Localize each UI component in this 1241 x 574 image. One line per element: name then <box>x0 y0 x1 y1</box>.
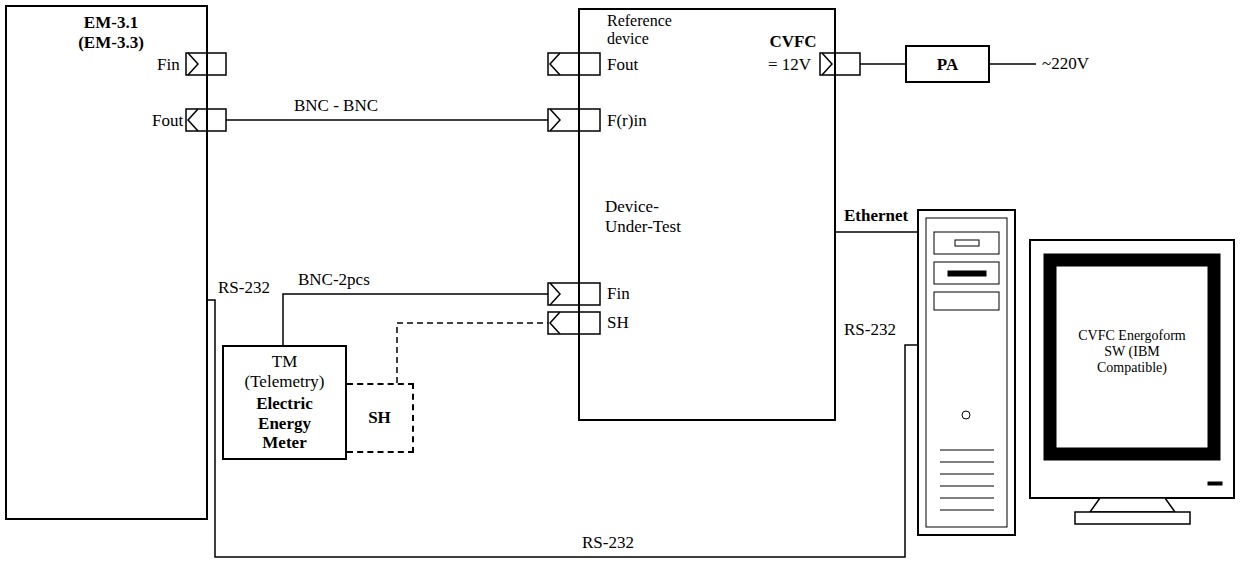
text-slot: PA <box>907 55 988 75</box>
port-chevron <box>188 53 198 75</box>
port-chevron <box>550 312 560 334</box>
node-text: Device-Under-Test <box>605 197 705 236</box>
connector-label: BNC-2pcs <box>296 270 372 290</box>
port-name: SH <box>605 313 631 333</box>
node-text: CVFC <box>769 32 816 52</box>
port-chevron <box>550 53 560 75</box>
connector-line <box>836 231 918 233</box>
tower-panel <box>926 218 1007 527</box>
monitor-case <box>1030 240 1234 498</box>
port-box <box>820 53 860 75</box>
computer: CVFC Energoform SW (IBM Compatible) <box>918 210 1234 535</box>
instrument-box: EM-3.1 (EM-3.3) <box>5 5 208 520</box>
text-slot: CVFC <box>760 32 826 52</box>
label-slot: RS-232 <box>216 278 272 298</box>
text-slot: Electric Energy Meter <box>247 394 322 453</box>
drive-slot <box>948 271 986 276</box>
connector-line <box>283 294 578 345</box>
vent-line <box>940 510 994 511</box>
computer-tower <box>918 210 1015 535</box>
text-slot: EM-3.1 (EM-3.3) <box>65 13 157 52</box>
text-slot: SH <box>347 408 412 428</box>
label-slot: Fin <box>605 284 632 304</box>
connector-line <box>208 300 918 557</box>
port-box <box>548 53 600 75</box>
text-slot: TM (Telemetry) <box>236 352 333 391</box>
label-slot: RS-232 <box>842 320 898 340</box>
node-text: PA <box>937 55 958 75</box>
monitor-stand <box>1090 498 1175 512</box>
node-text: EM-3.1 (EM-3.3) <box>65 13 157 52</box>
power-port-name: = 12V <box>766 55 813 75</box>
connector-label: Ethernet <box>842 206 910 226</box>
power-adapter-box: PA <box>905 45 990 83</box>
node-text: SH <box>368 408 391 428</box>
text-slot: Reference device <box>607 12 697 49</box>
screen-frame <box>1044 254 1220 460</box>
drive-bay <box>934 262 999 284</box>
port-name: Fin <box>605 284 632 304</box>
computer-monitor <box>1030 240 1234 524</box>
label-slot: = 12V <box>766 55 813 75</box>
port-box <box>548 109 600 131</box>
node-text: CVFC Energoform SW (IBM Compatible) <box>1070 328 1194 376</box>
port-box <box>548 283 600 305</box>
mains-label: ~220V <box>1040 54 1091 74</box>
monitor-base <box>1075 512 1190 524</box>
label-slot: Ethernet <box>842 206 910 226</box>
label-slot: BNC - BNC <box>292 96 380 116</box>
screen <box>1056 266 1208 448</box>
label-slot: RS-232 <box>580 533 636 553</box>
interface-label: RS-232 <box>842 320 898 340</box>
vent-line <box>940 474 994 475</box>
port-chevron <box>550 283 560 305</box>
port-box <box>548 312 600 334</box>
node-text: TM (Telemetry) <box>236 352 333 391</box>
interface-label: RS-232 <box>580 533 636 553</box>
connector-label: BNC - BNC <box>292 96 380 116</box>
drive-slot <box>955 240 979 246</box>
label-slot: BNC-2pcs <box>296 270 372 290</box>
mains-wire <box>990 63 1036 65</box>
vent-line <box>940 450 994 451</box>
drive-bay <box>934 232 999 254</box>
power-led <box>1208 482 1222 485</box>
connector-line <box>208 119 578 121</box>
connector-label: RS-232 <box>216 278 272 298</box>
port-connectors <box>186 53 860 334</box>
port-chevron <box>550 109 560 131</box>
label-slot: ~220V <box>1040 54 1091 74</box>
text-slot: CVFC Energoform SW (IBM Compatible) <box>1070 328 1194 376</box>
port-name: Fout <box>150 111 185 131</box>
meter-box: TM (Telemetry)Electric Energy Meter <box>222 345 347 460</box>
drive-bay <box>934 292 999 310</box>
label-slot: F(r)in <box>605 111 649 131</box>
vent-line <box>940 486 994 487</box>
label-slot: Fout <box>150 111 185 131</box>
port-box <box>186 109 226 131</box>
label-slot: Fin <box>155 55 182 75</box>
port-box <box>186 53 226 75</box>
power-button <box>962 411 970 419</box>
shunt-box: SH <box>347 383 414 453</box>
tower-case <box>918 210 1015 535</box>
label-slot: Fout <box>605 55 640 75</box>
vent-line <box>940 498 994 499</box>
port-name: F(r)in <box>605 111 649 131</box>
port-name: Fout <box>605 55 640 75</box>
port-name: Fin <box>155 55 182 75</box>
port-chevron <box>188 109 198 131</box>
label-slot: SH <box>605 313 631 333</box>
node-text: Electric Energy Meter <box>247 394 322 453</box>
vent-line <box>940 462 994 463</box>
port-chevron <box>822 53 832 75</box>
text-slot: Device-Under-Test <box>605 197 705 236</box>
node-text: Reference device <box>607 12 697 49</box>
